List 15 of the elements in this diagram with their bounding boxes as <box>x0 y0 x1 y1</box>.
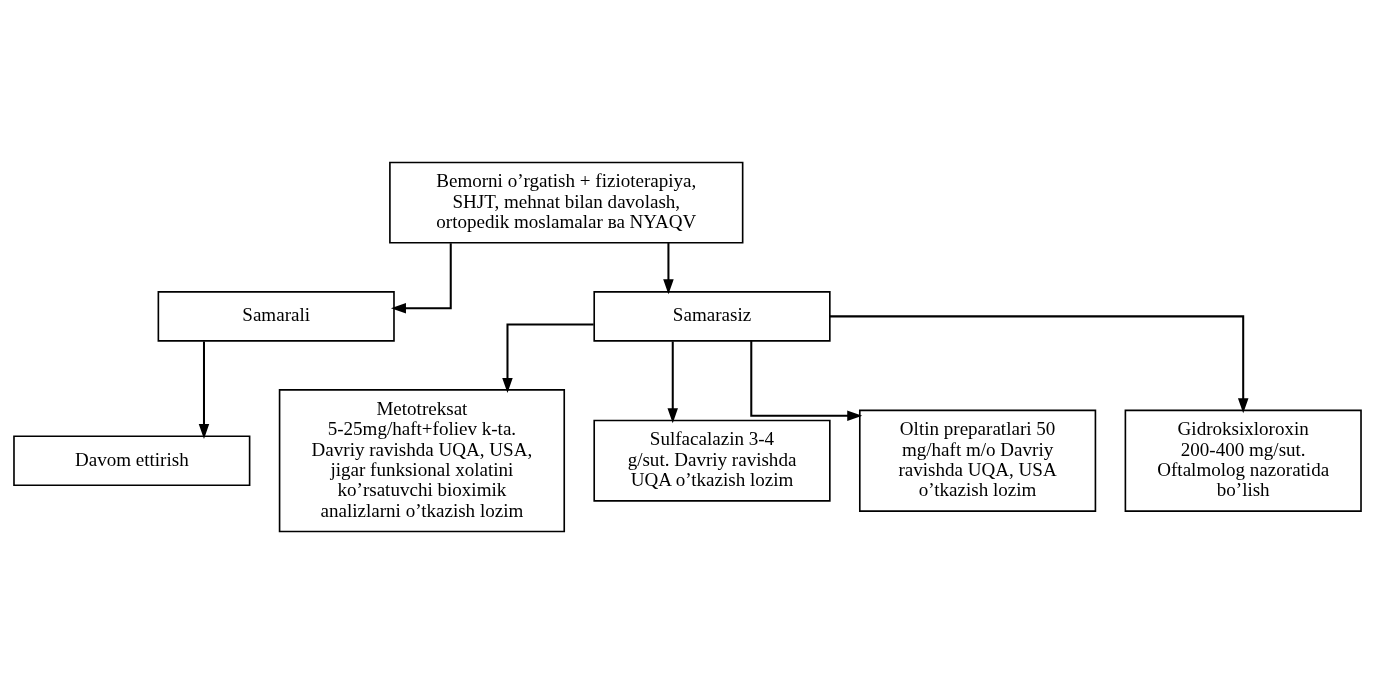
node-box: Samarasiz <box>593 290 831 342</box>
arrow <box>750 340 863 421</box>
node-box: Samarali <box>157 290 395 342</box>
node-box: Gidroksixloroxin 200-400 mg/sut. Oftalmolog nazoratida bo’lish <box>1124 409 1362 512</box>
arrow <box>502 323 594 393</box>
node-box: Oltin preparatlari 50 mg/haft m/o Davriy ravishda UQA, USA o’tkazish lozim <box>858 409 1097 512</box>
arrow <box>829 314 1249 413</box>
arrow <box>390 242 452 313</box>
node-box: Bemorni o’rgatish + fizioterapiya, SHJT, mehnat bilan davolash, ortopedik moslamalar ва NYAQV <box>389 161 744 244</box>
arrow <box>667 341 678 423</box>
node-box: Metotreksat 5-25mg/haft+foliev k-ta. Davriy ravishda UQA, USA, jigar funksional xolatini ko’rsatuvchi bioximik analizlarni o’tkazish lozim <box>278 388 566 532</box>
arrow <box>198 341 210 439</box>
node-box: Sulfacalazin 3-4 g/sut. Davriy ravishda UQA o’tkazish lozim <box>593 419 831 502</box>
node-box: Davom ettirish <box>13 434 251 486</box>
arrow <box>663 242 674 294</box>
